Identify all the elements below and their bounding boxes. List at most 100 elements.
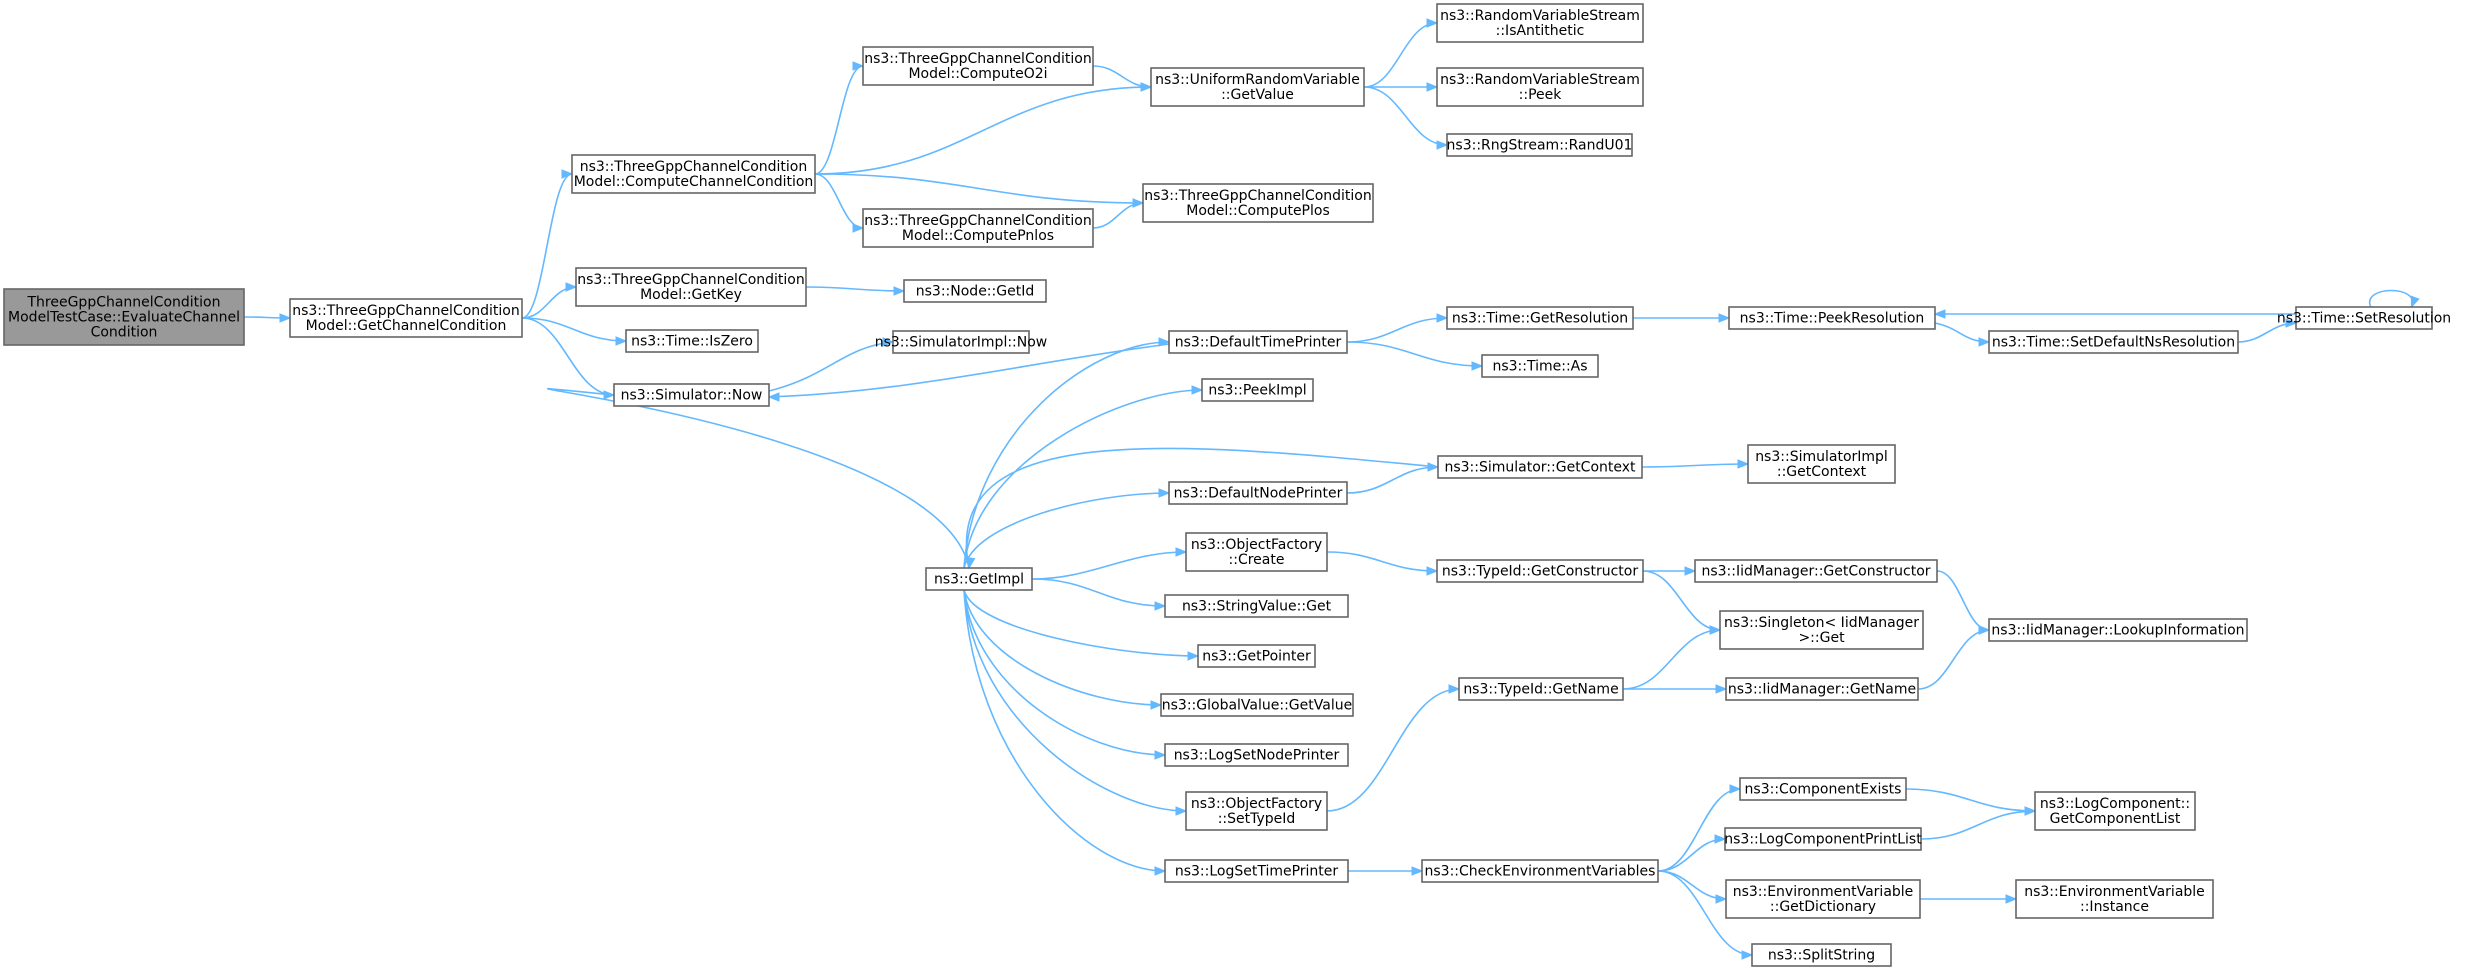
node-box (1988, 330, 2239, 354)
node-label: ns3::Node::GetId (916, 284, 1034, 300)
node-box (925, 567, 1033, 591)
node-pnlos[interactable]: ns3::ThreeGppChannelConditionModel::Comp… (862, 208, 1094, 248)
node-box (1988, 618, 2248, 642)
edge-getimpl-to-lognode-arrowhead (1154, 750, 1167, 760)
node-getchan[interactable]: ns3::ThreeGppChannelConditionModel::GetC… (289, 298, 523, 338)
node-ofsettid[interactable]: ns3::ObjectFactory::SetTypeId (1185, 791, 1328, 831)
node-getimpl[interactable]: ns3::GetImpl (925, 567, 1033, 591)
edge-getimpl-to-logtime-arrowhead (1154, 866, 1167, 876)
node-timeas[interactable]: ns3::Time::As (1481, 354, 1599, 378)
node-label: ns3::Time::GetResolution (1452, 311, 1628, 327)
edge-deftime-to-timeas-arrowhead (1471, 361, 1484, 371)
node-box (575, 267, 807, 307)
node-label: ns3::LogComponentPrintList (1724, 832, 1922, 848)
edge-setres-to-setres-arrowhead (2410, 295, 2420, 309)
node-iidgetn[interactable]: ns3::IidManager::GetName (1725, 677, 1919, 701)
node-splitstr[interactable]: ns3::SplitString (1751, 943, 1892, 967)
node-box (1728, 306, 1936, 330)
node-strget[interactable]: ns3::StringValue::Get (1164, 594, 1349, 618)
node-box (1446, 306, 1634, 330)
node-label: ns3::ThreeGppChannelCondition (864, 213, 1092, 229)
edge-ofsettid-to-tidgetn (1326, 688, 1460, 812)
node-label: ns3::DefaultNodePrinter (1174, 486, 1343, 502)
node-peekres[interactable]: ns3::Time::PeekResolution (1728, 306, 1936, 330)
node-randu01[interactable]: ns3::RngStream::RandU01 (1446, 133, 1633, 157)
edge-getvalue-to-peek-arrowhead (1426, 82, 1439, 92)
node-getkey[interactable]: ns3::ThreeGppChannelConditionModel::GetK… (575, 267, 807, 307)
node-iidgetc[interactable]: ns3::IidManager::GetConstructor (1694, 559, 1938, 583)
node-label: ns3::LogComponent:: (2040, 796, 2190, 812)
edge-getkey-to-nodegetid (805, 286, 905, 292)
node-compexists[interactable]: ns3::ComponentExists (1739, 777, 1907, 801)
node-getctx[interactable]: ns3::Simulator::GetContext (1437, 455, 1643, 479)
node-implctx[interactable]: ns3::SimulatorImpl::GetContext (1747, 444, 1896, 484)
node-simnow[interactable]: ns3::Simulator::Now (613, 383, 770, 407)
node-label: ns3::ObjectFactory (1191, 537, 1322, 553)
node-box (1437, 455, 1643, 479)
edge-iidgetn-to-lookup-arrowhead (1978, 625, 1991, 635)
node-implnow[interactable]: ns3::SimulatorImpl::Now (875, 330, 1048, 354)
node-nodegetid[interactable]: ns3::Node::GetId (903, 279, 1047, 303)
node-label: Model::ComputePnlos (902, 228, 1054, 244)
node-box (1481, 354, 1599, 378)
node-ofcreate[interactable]: ns3::ObjectFactory::Create (1185, 532, 1328, 572)
node-printlist[interactable]: ns3::LogComponentPrintList (1724, 827, 1922, 851)
node-checkenv[interactable]: ns3::CheckEnvironmentVariables (1421, 859, 1659, 883)
node-label: ns3::ThreeGppChannelCondition (292, 303, 520, 319)
node-defnode[interactable]: ns3::DefaultNodePrinter (1168, 481, 1348, 505)
node-isanti[interactable]: ns3::RandomVariableStream::IsAntithetic (1436, 3, 1644, 43)
edge-getimpl-to-peekimpl (963, 389, 1203, 569)
edge-getimpl-to-defnode-arrowhead (1158, 488, 1171, 498)
node-setdefns[interactable]: ns3::Time::SetDefaultNsResolution (1988, 330, 2239, 354)
node-box (1421, 859, 1659, 883)
node-box (1436, 559, 1644, 583)
node-tidgetc[interactable]: ns3::TypeId::GetConstructor (1436, 559, 1644, 583)
edge-checkenv-to-splitstr-arrowhead (1741, 950, 1754, 960)
node-iszero[interactable]: ns3::Time::IsZero (625, 329, 759, 353)
edge-checkenv-to-compexists (1657, 788, 1741, 872)
node-plos[interactable]: ns3::ThreeGppChannelConditionModel::Comp… (1142, 183, 1374, 223)
node-getres[interactable]: ns3::Time::GetResolution (1446, 306, 1634, 330)
node-label: ns3::ThreeGppChannelCondition (577, 272, 805, 288)
node-gvget[interactable]: ns3::GlobalValue::GetValue (1160, 693, 1354, 717)
node-lognode[interactable]: ns3::LogSetNodePrinter (1164, 743, 1349, 767)
node-box (1150, 67, 1365, 107)
node-deftime[interactable]: ns3::DefaultTimePrinter (1168, 330, 1348, 354)
node-label: ns3::Time::As (1492, 359, 1587, 375)
node-getvalue[interactable]: ns3::UniformRandomVariable::GetValue (1150, 67, 1365, 107)
node-peekimpl[interactable]: ns3::PeekImpl (1201, 378, 1314, 402)
node-box (892, 330, 1030, 354)
node-complist[interactable]: ns3::LogComponent::GetComponentList (2034, 791, 2196, 831)
edge-checkenv-to-compexists-arrowhead (1729, 784, 1742, 794)
node-envdict[interactable]: ns3::EnvironmentVariable::GetDictionary (1725, 879, 1921, 919)
edge-tidgetn-to-singleton (1622, 629, 1721, 690)
edge-getctx-to-getimpl-arrowhead (965, 556, 976, 570)
node-getptr[interactable]: ns3::GetPointer (1197, 644, 1316, 668)
node-lookup[interactable]: ns3::IidManager::LookupInformation (1988, 618, 2248, 642)
node-o2i[interactable]: ns3::ThreeGppChannelConditionModel::Comp… (862, 46, 1094, 86)
node-computechan[interactable]: ns3::ThreeGppChannelConditionModel::Comp… (571, 154, 816, 194)
node-label: Model::ComputeO2i (908, 66, 1047, 82)
node-label: ::Create (1229, 552, 1285, 568)
node-tidgetn[interactable]: ns3::TypeId::GetName (1458, 677, 1624, 701)
edge-getkey-to-nodegetid-arrowhead (893, 286, 906, 296)
node-box (571, 154, 816, 194)
node-label: ns3::GlobalValue::GetValue (1162, 698, 1352, 714)
node-setres[interactable]: ns3::Time::SetResolution (2277, 306, 2451, 330)
node-peek[interactable]: ns3::RandomVariableStream::Peek (1436, 67, 1644, 107)
node-logtime[interactable]: ns3::LogSetTimePrinter (1164, 859, 1349, 883)
node-singleton[interactable]: ns3::Singleton< IidManager >::Get (1719, 610, 1924, 650)
node-root[interactable]: ThreeGppChannelConditionModelTestCase::E… (3, 288, 245, 346)
edge-getimpl-to-gvget-arrowhead (1150, 700, 1163, 710)
node-box (1164, 594, 1349, 618)
edge-getimpl-to-strget (1031, 578, 1166, 607)
node-envinst[interactable]: ns3::EnvironmentVariable::Instance (2015, 879, 2214, 919)
edge-getimpl-to-getptr-arrowhead (1187, 651, 1200, 661)
node-label: ns3::PeekImpl (1208, 383, 1306, 399)
node-label: ns3::Time::IsZero (631, 334, 753, 350)
edge-getchan-to-getkey (521, 286, 577, 319)
edge-deftime-to-getres-arrowhead (1436, 313, 1449, 323)
edge-getimpl-to-lognode (963, 589, 1166, 756)
edge-getvalue-to-isanti-arrowhead (1426, 18, 1439, 28)
node-box (1719, 610, 1924, 650)
